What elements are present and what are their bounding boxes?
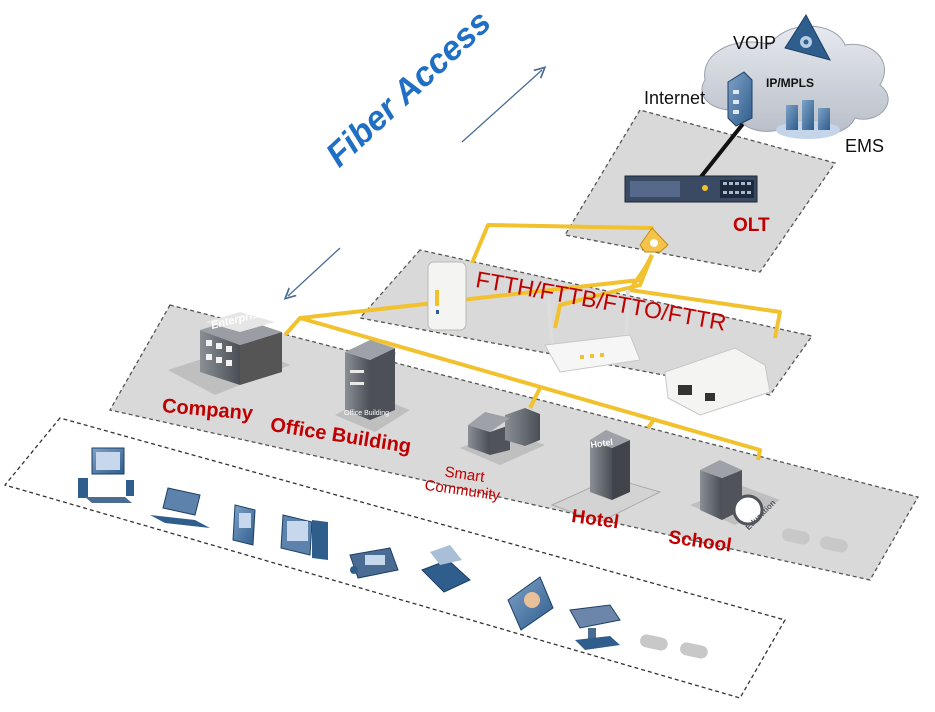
smart-community-icon <box>460 408 545 465</box>
core-router-icon <box>727 71 753 127</box>
fiber-access-arrow-up <box>461 70 542 143</box>
mini-ont-icon <box>664 347 771 416</box>
ems-server-icon <box>776 100 840 139</box>
camera-icon <box>569 604 621 650</box>
ont-tower-icon <box>427 261 467 331</box>
voip-gateway-icon <box>784 14 831 61</box>
hotel-building-icon <box>550 430 662 523</box>
optical-splitter-icon <box>639 227 669 253</box>
office-building-icon <box>335 340 410 432</box>
tower-pc-icon <box>280 514 328 560</box>
more-terminals-icon <box>640 634 708 659</box>
wifi-ont-icon <box>544 289 641 373</box>
access-control-icon <box>507 576 554 631</box>
fax-icon <box>421 545 471 593</box>
olt-label: OLT <box>733 215 770 236</box>
laptop-icon <box>150 487 210 528</box>
office-sign: Office Building <box>344 410 389 417</box>
hotel-sign: Hotel <box>590 437 614 450</box>
olt-chassis-icon <box>624 175 758 203</box>
fiber-access-arrow-down <box>288 247 341 296</box>
ipmpls-label: IP/MPLS <box>766 76 815 90</box>
company-building-icon <box>168 312 290 395</box>
uplink-cable <box>698 113 752 180</box>
ems-label: EMS <box>845 136 885 156</box>
voip-label: VOIP <box>733 33 777 53</box>
more-buildings-icon <box>782 528 848 553</box>
ip-phone-icon <box>349 547 399 579</box>
school-building-icon <box>690 460 780 526</box>
desktop-pc-icon <box>78 447 134 503</box>
internet-label: Internet <box>644 88 706 108</box>
pda-icon <box>232 504 256 546</box>
ont-platform <box>358 249 814 396</box>
